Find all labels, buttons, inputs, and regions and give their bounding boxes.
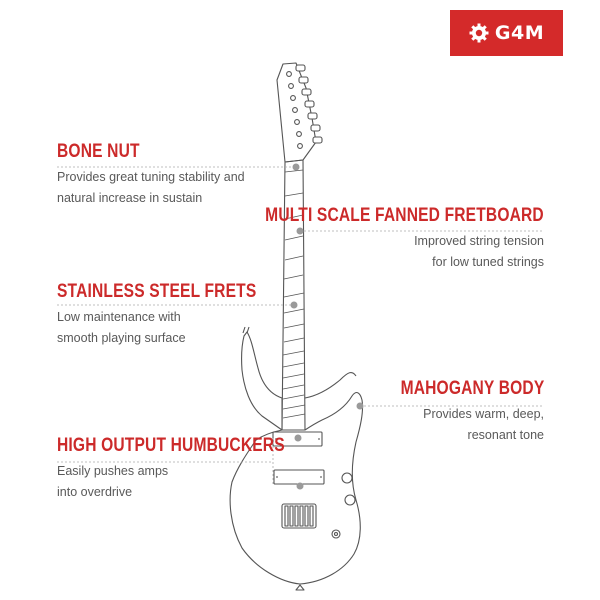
desc-line: for low tuned strings [432,255,544,269]
desc-line: Improved string tension [414,234,544,248]
feature-frets: STAINLESS STEEL FRETS Low maintenance wi… [57,281,300,349]
feature-body: MAHOGANY BODY Provides warm, deep, reson… [369,378,544,446]
feature-description: Easily pushes amps into overdrive [57,461,335,503]
leader-dots [290,163,364,490]
gear-icon [469,23,489,43]
desc-line: Easily pushes amps [57,464,169,478]
desc-line: smooth playing surface [57,331,186,345]
feature-fretboard: MULTI SCALE FANNED FRETBOARD Improved st… [204,205,544,273]
feature-bone-nut: BONE NUT Provides great tuning stability… [57,141,245,209]
feature-title: MAHOGANY BODY [400,378,544,399]
feature-title: STAINLESS STEEL FRETS [57,281,257,302]
feature-title: BONE NUT [57,141,140,162]
desc-line: Provides warm, deep, [423,407,544,421]
feature-description: Provides warm, deep, resonant tone [369,404,544,446]
tuner-pegs [286,64,323,149]
desc-line: Provides great tuning stability and [57,170,245,184]
feature-title: HIGH OUTPUT HUMBUCKERS [57,435,285,456]
desc-line: natural increase in sustain [57,191,203,205]
feature-description: Low maintenance with smooth playing surf… [57,307,300,349]
desc-line: resonant tone [467,428,544,442]
pickup-screws [275,438,322,478]
guitar-body [241,331,283,431]
control-knobs [331,472,356,539]
desc-line: Low maintenance with [57,310,181,324]
fret-lines [282,169,306,419]
desc-line: into overdrive [57,485,133,499]
feature-description: Improved string tension for low tuned st… [204,231,544,273]
feature-pickups: HIGH OUTPUT HUMBUCKERS Easily pushes amp… [57,435,335,503]
bridge [281,503,317,529]
g4m-logo: G4M [450,10,563,56]
logo-text: G4M [494,22,545,44]
feature-title: MULTI SCALE FANNED FRETBOARD [265,205,544,226]
feature-description: Provides great tuning stability and natu… [57,167,245,209]
leader-lines [57,166,543,486]
